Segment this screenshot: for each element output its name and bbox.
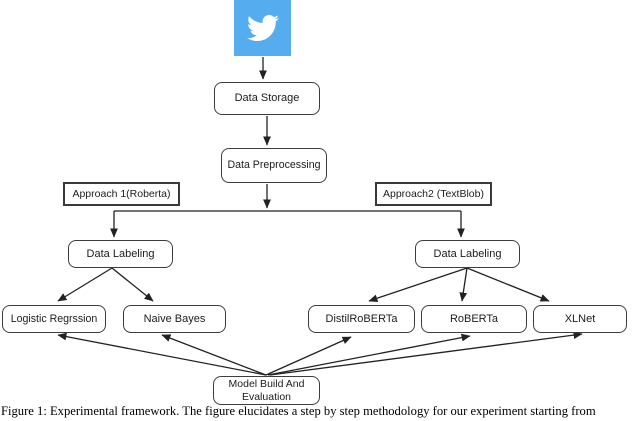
model-build-line2: Evaluation [241,390,292,403]
label-approach-1-roberta: Approach 1(Roberta) [63,182,180,206]
node-logistic-regression: Logistic Regrssion [2,305,106,333]
node-data-preprocessing: Data Preprocessing [221,148,327,183]
node-roberta: RoBERTa [421,305,527,333]
node-data-storage: Data Storage [214,82,320,115]
node-model-build-evaluation: Model Build And Evaluation [213,376,320,405]
node-data-labeling-right: Data Labeling [415,240,520,268]
label-approach-2-textblob: Approach2 (TextBlob) [375,182,492,206]
node-data-labeling-left: Data Labeling [68,240,173,268]
figure-caption: Figure 1: Experimental framework. The fi… [1,404,596,418]
model-build-line1: Model Build And [228,378,305,391]
node-xlnet: XLNet [533,305,627,333]
node-distilroberta: DistilRoBERTa [308,305,415,333]
twitter-bird-icon [246,14,279,42]
node-naive-bayes: Naive Bayes [123,305,226,333]
twitter-icon [234,0,291,56]
